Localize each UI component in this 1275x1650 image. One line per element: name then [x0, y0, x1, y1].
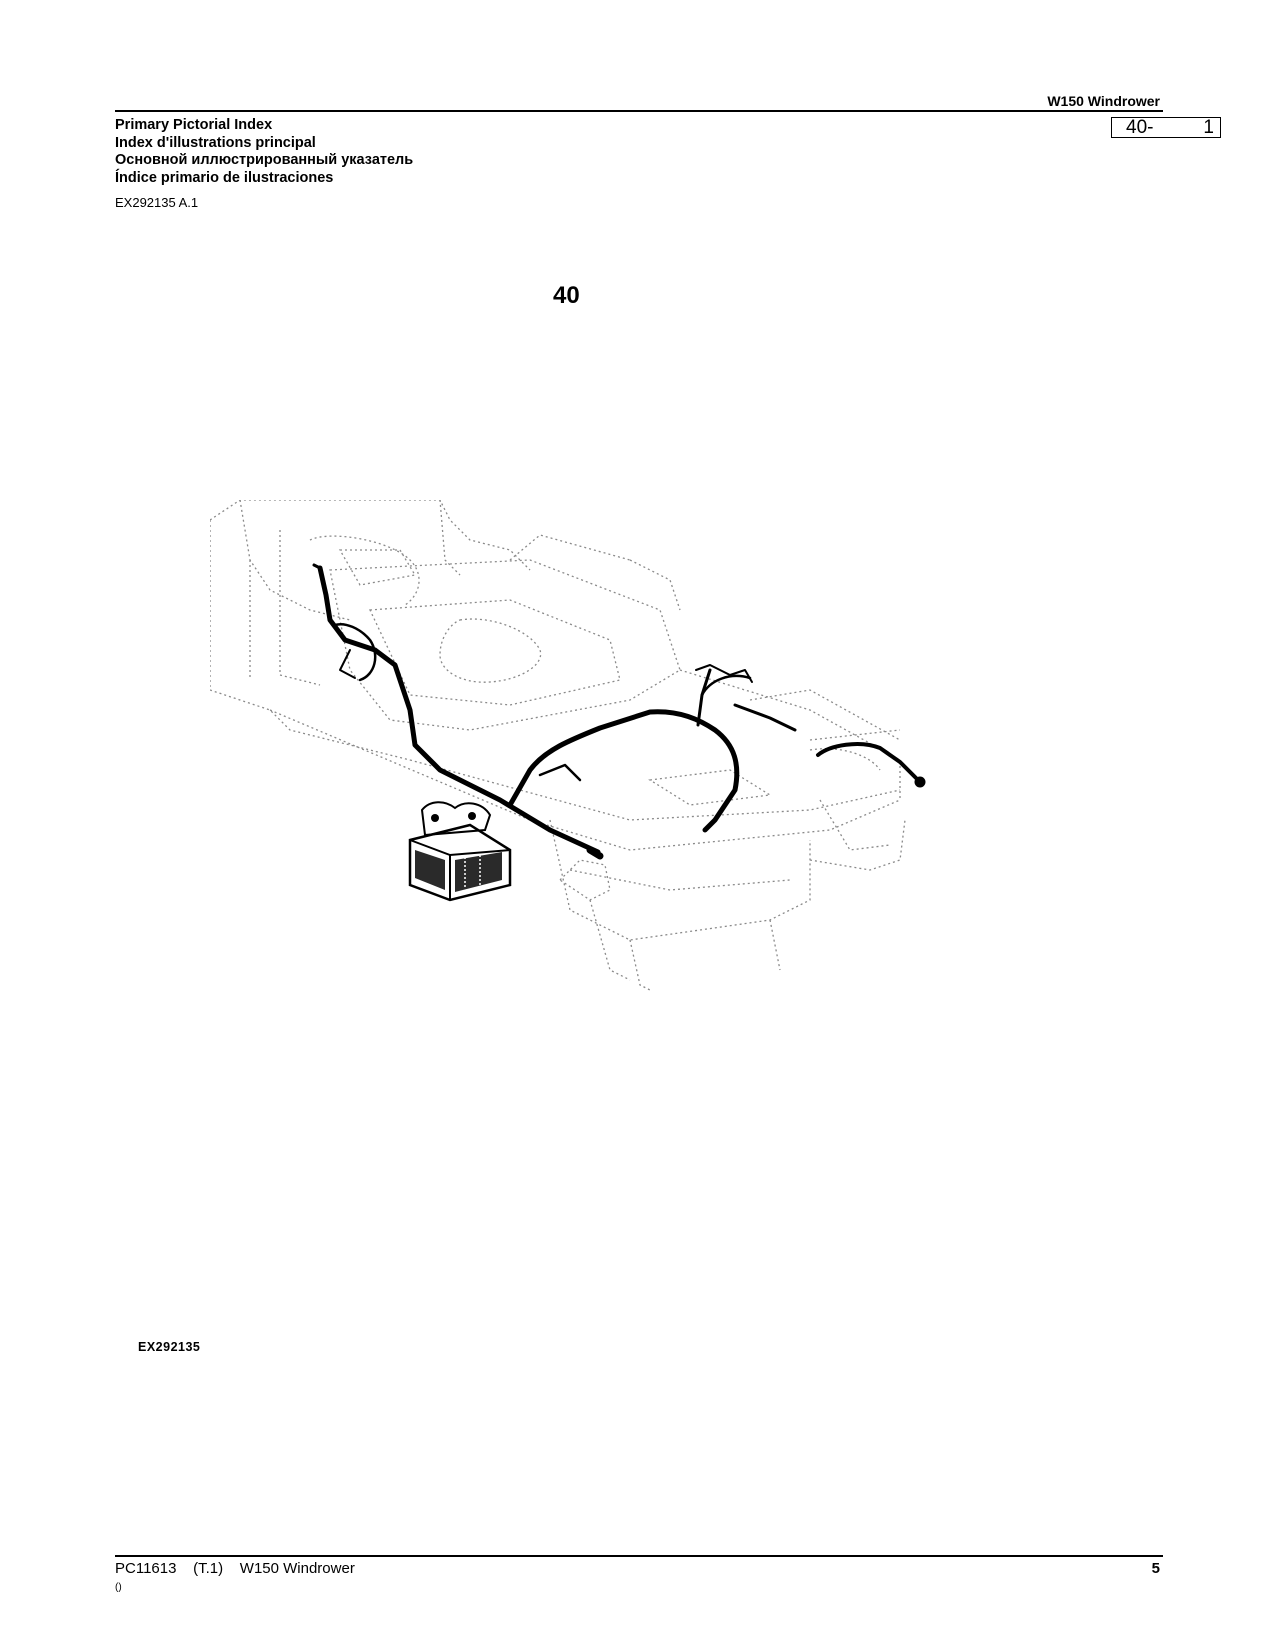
- machine-frame-outline: [210, 500, 906, 991]
- header-divider: [115, 110, 1163, 112]
- title-russian: Основной иллюстрированный указатель: [115, 152, 414, 168]
- main-harness: [312, 563, 926, 860]
- page-titles: Primary Pictorial Index Index d'illustra…: [115, 117, 413, 187]
- group-number: 40: [553, 282, 580, 309]
- footer-revision: (T.1): [193, 1560, 224, 1577]
- title-french: Index d'illustrations principal: [115, 134, 316, 151]
- figure-id-label: EX292135: [138, 1340, 201, 1354]
- page-section: 40-: [1126, 117, 1154, 138]
- footer-doc-code: PC11613: [115, 1560, 177, 1577]
- header-model: W150 Windrower: [1047, 93, 1160, 109]
- reference-code: EX292135 A.1: [115, 195, 199, 210]
- wiring-harness-illustration[interactable]: [210, 500, 970, 1040]
- title-spanish: Índice primario de ilustraciones: [115, 169, 334, 186]
- footer-info: PC11613 (T.1) W150 Windrower: [115, 1560, 355, 1577]
- footer-model: W150 Windrower: [239, 1560, 355, 1577]
- battery-box: [408, 801, 512, 902]
- page-number-box: 40- 1: [1111, 117, 1221, 138]
- footer-page-number: 5: [1151, 1560, 1160, 1577]
- page-number: 1: [1203, 117, 1214, 138]
- title-english: Primary Pictorial Index: [115, 117, 273, 133]
- footer-divider: [115, 1555, 1163, 1557]
- footer-note: (): [115, 1582, 122, 1593]
